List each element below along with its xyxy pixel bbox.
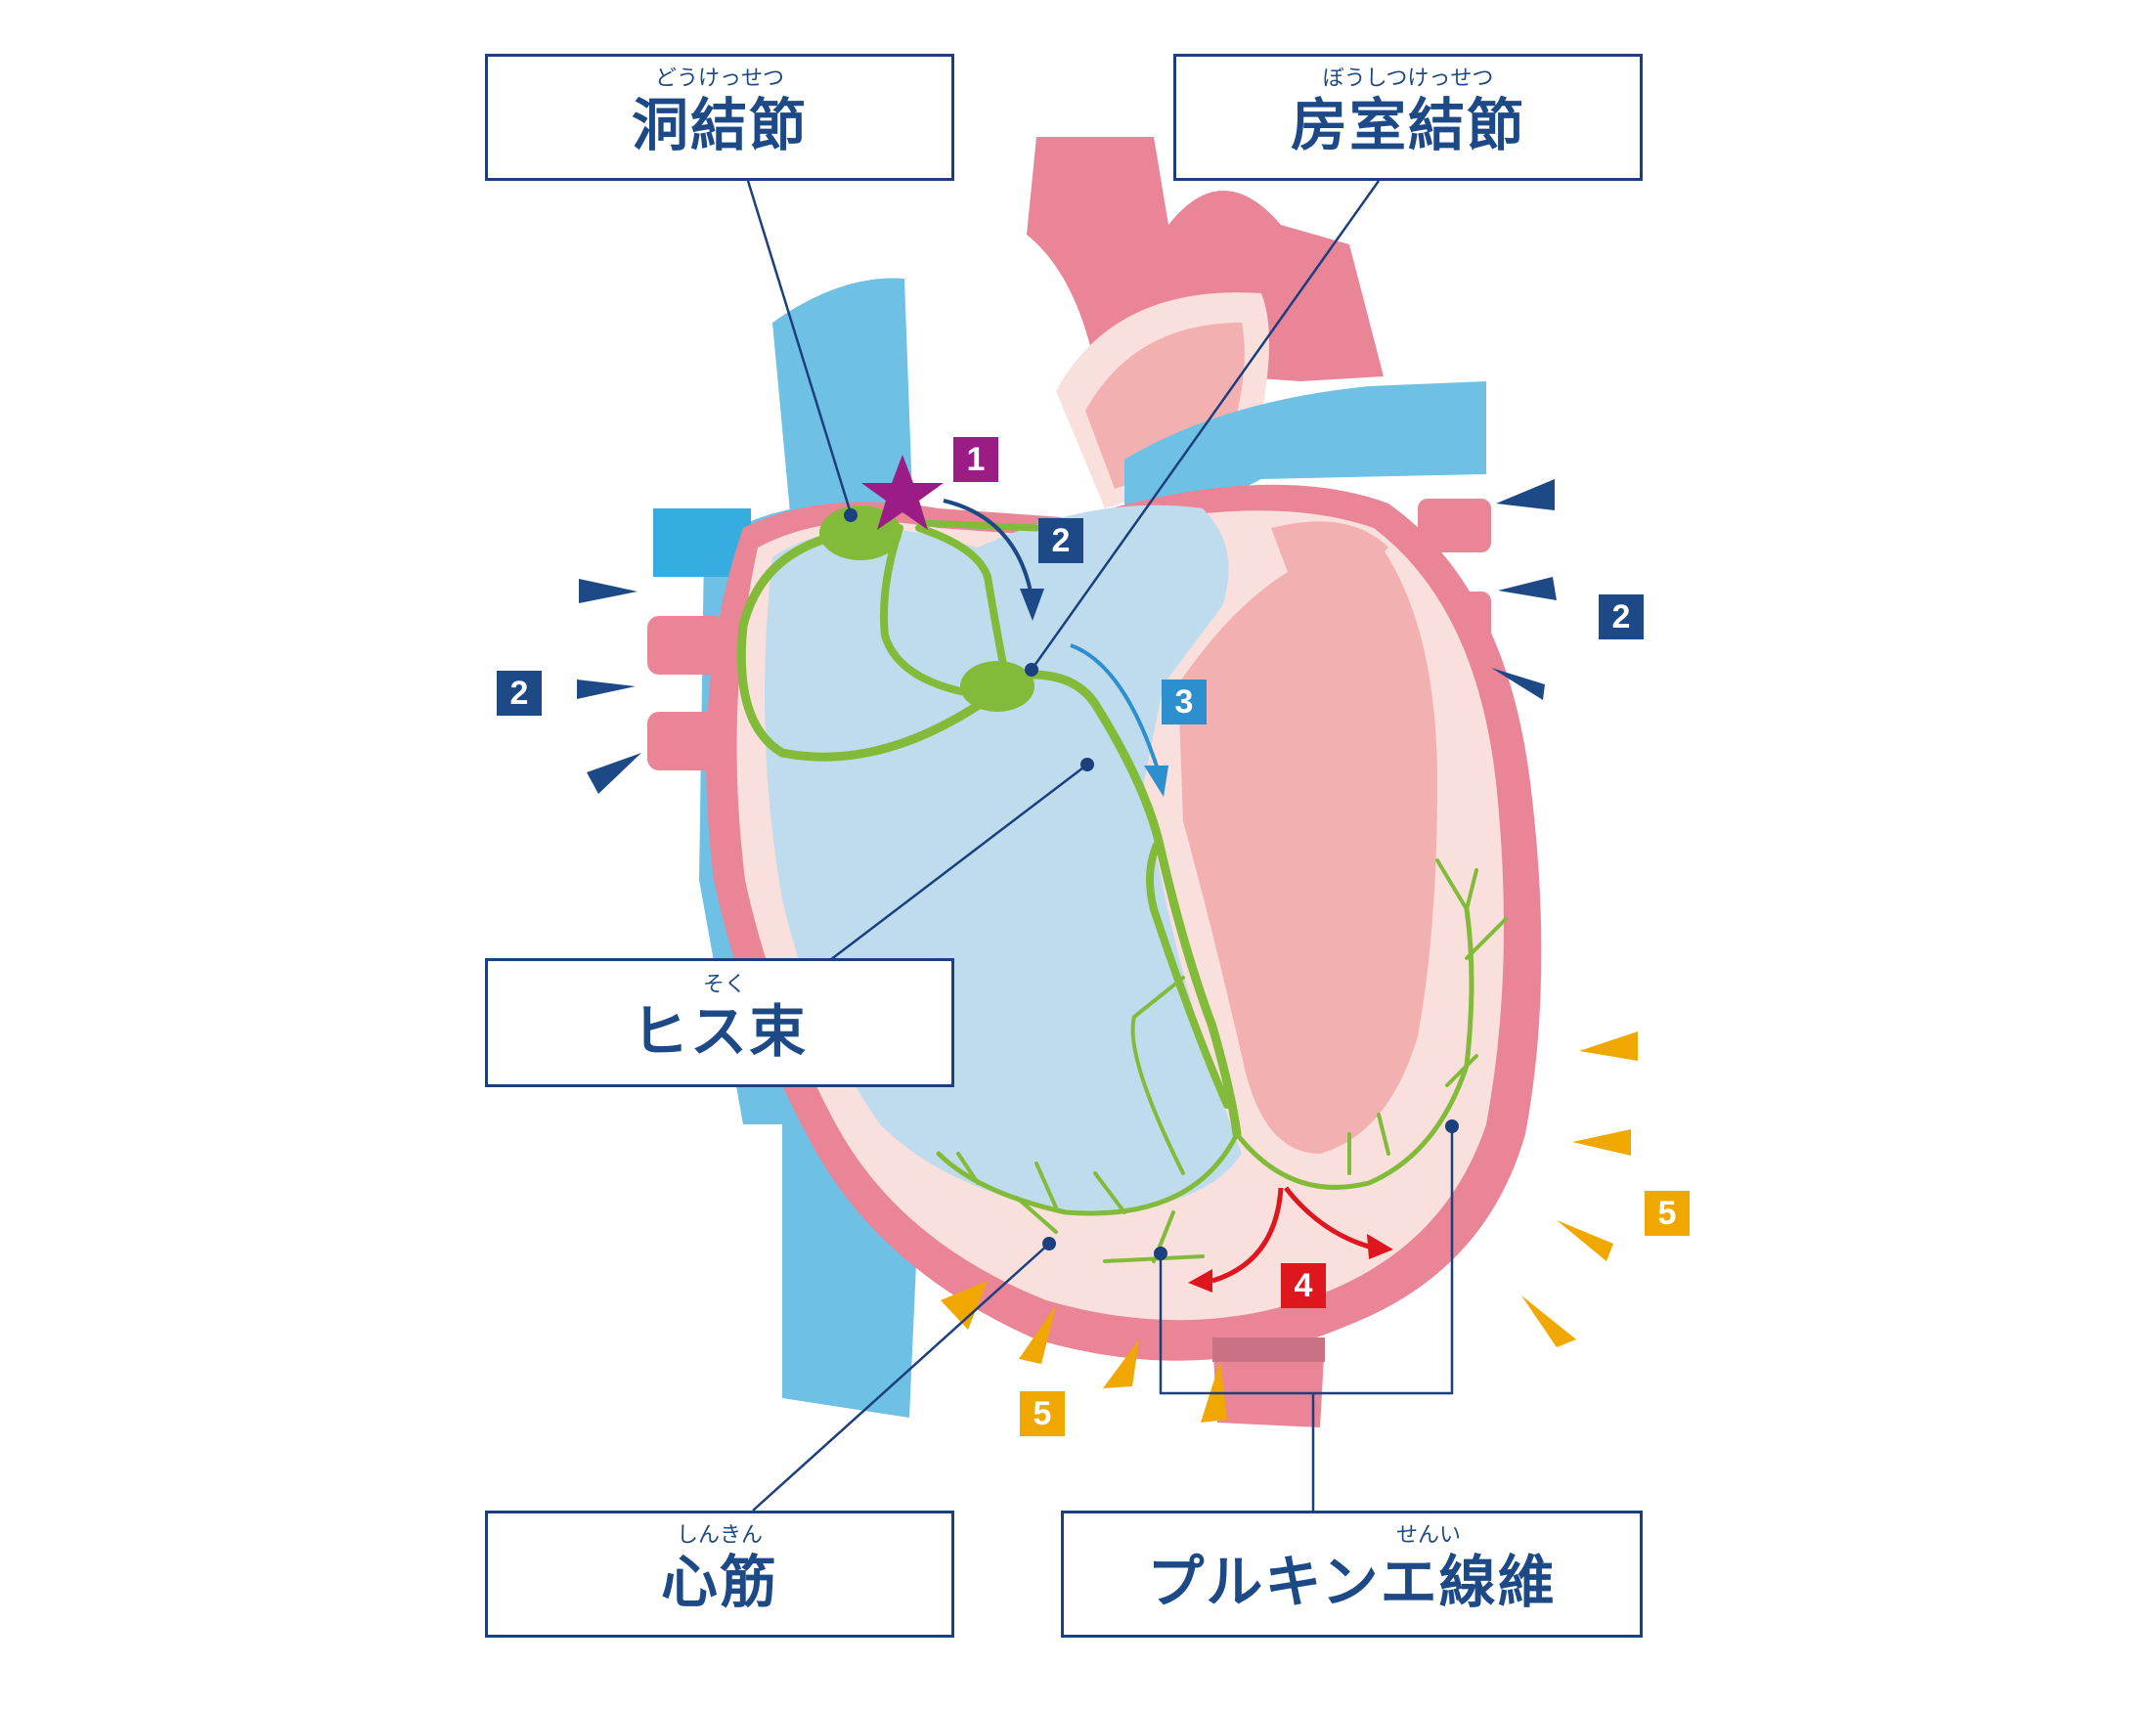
pulmonary-artery-right <box>1124 381 1486 548</box>
label-myocardium: しんきん 心筋 <box>485 1511 954 1638</box>
av-node-title: 房室結節 <box>1290 92 1525 158</box>
step-2-badge-center: 2 <box>1038 518 1083 563</box>
av-node-blob <box>960 661 1034 712</box>
step-4-badge: 4 <box>1281 1263 1326 1308</box>
left-atrium <box>1271 521 1388 606</box>
sinus-node-ruby: どうけっせつ <box>654 66 784 91</box>
step-2-badge-right: 2 <box>1599 594 1644 639</box>
purkinje-title: プルキンエ線維 <box>1147 1549 1557 1615</box>
pulmonary-vein-right-1 <box>1418 499 1491 552</box>
left-ventricle <box>1178 543 1437 1154</box>
pulmonary-vein-left-1 <box>647 616 726 675</box>
aorta <box>1027 137 1384 381</box>
ventricular-contraction-markers <box>941 1031 1638 1423</box>
conduction-system <box>736 519 1508 1263</box>
his-bundle-title: ヒス束 <box>631 998 808 1065</box>
conduction-arrows <box>943 499 1393 1293</box>
label-his-bundle: そく ヒス束 <box>485 958 954 1087</box>
descending-vessel-top <box>1212 1337 1325 1362</box>
leader-lines <box>746 180 1454 1512</box>
pulmonary-vein-left-2 <box>647 712 726 770</box>
step-3-badge: 3 <box>1162 680 1207 724</box>
label-purkinje: せんい プルキンエ線維 <box>1061 1511 1643 1638</box>
av-node-ruby: ぼうしつけっせつ <box>1322 66 1494 91</box>
step-1-badge: 1 <box>953 437 998 482</box>
step-5-badge-bottom: 5 <box>1020 1391 1065 1436</box>
sinus-node-title: 洞結節 <box>631 92 808 158</box>
leader-dots <box>844 508 1459 1260</box>
purkinje-ruby: せんい <box>1396 1523 1462 1548</box>
myocardium-title: 心筋 <box>660 1549 778 1615</box>
label-av-node: ぼうしつけっせつ 房室結節 <box>1173 54 1643 181</box>
step-2-badge-left: 2 <box>497 671 542 716</box>
sinus-node-star-icon <box>861 455 944 530</box>
step-5-badge-right: 5 <box>1645 1191 1690 1236</box>
myocardium-ruby: しんきん <box>676 1523 763 1548</box>
label-sinus-node: どうけっせつ 洞結節 <box>485 54 954 181</box>
his-bundle-ruby: そく <box>703 973 747 997</box>
atrial-contraction-markers <box>577 479 1557 794</box>
